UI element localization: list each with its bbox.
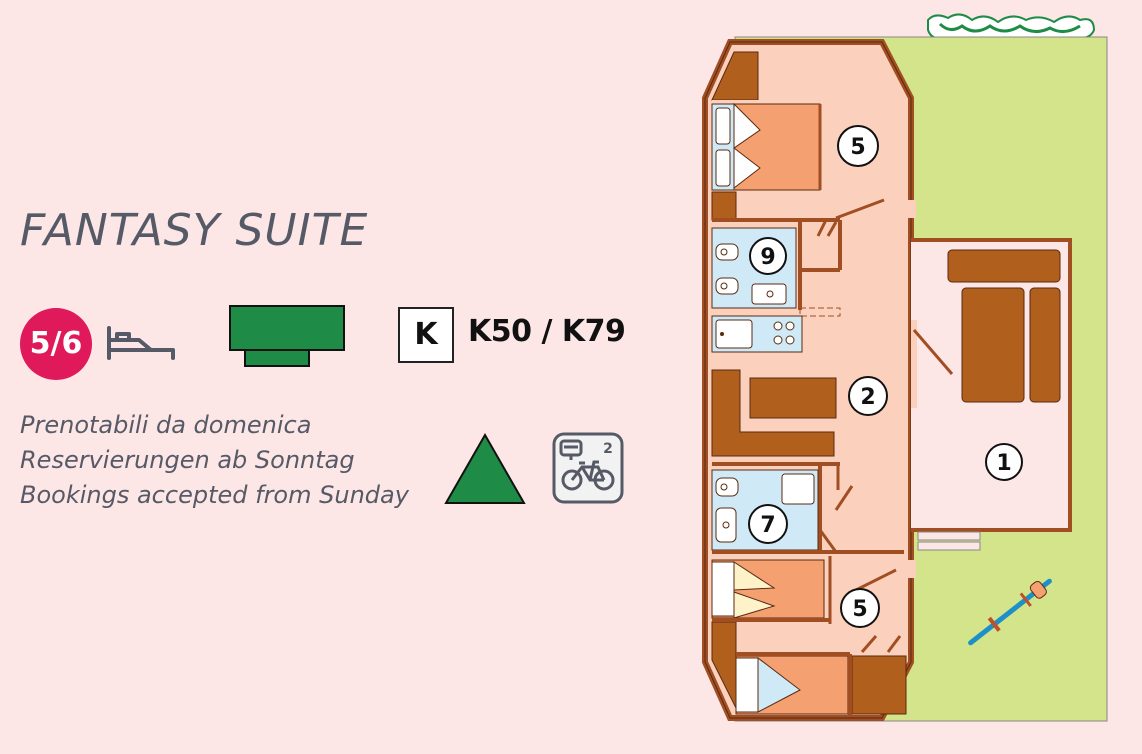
k-badge: K: [398, 307, 454, 363]
booking-text: Prenotabili da domenica Reservierungen a…: [20, 408, 409, 513]
booking-line-en: Bookings accepted from Sunday: [20, 481, 409, 509]
room-label-bath-top: 9: [749, 237, 787, 275]
bike-count: 2: [603, 441, 613, 457]
room-label-veranda: 1: [985, 443, 1023, 481]
capacity-badge: 5/6: [20, 308, 92, 380]
bicycle-icon: [968, 578, 1052, 646]
svg-text:7: 7: [760, 513, 775, 538]
floor-plan: 1 2 5 5 7 9: [702, 13, 1108, 722]
page-title: FANTASY SUITE: [20, 205, 369, 256]
svg-text:2: 2: [860, 385, 875, 410]
svg-text:5: 5: [850, 135, 865, 160]
svg-text:5: 5: [852, 597, 867, 622]
bed-icon: [107, 326, 175, 360]
k-models: K50 / K79: [468, 314, 626, 349]
green-pitch-icon: [229, 305, 345, 367]
room-label-bath-bottom: 7: [748, 504, 788, 544]
trailer-bike-icon: 2: [552, 432, 624, 504]
green-triangle-icon: [444, 433, 526, 504]
room-label-bedroom-bottom: 5: [840, 588, 880, 628]
booking-line-it: Prenotabili da domenica: [20, 411, 312, 439]
svg-text:9: 9: [760, 245, 775, 270]
room-label-living: 2: [848, 376, 888, 416]
booking-line-de: Reservierungen ab Sonntag: [20, 446, 355, 474]
svg-text:1: 1: [996, 451, 1011, 476]
room-label-bedroom-top: 5: [837, 125, 879, 167]
